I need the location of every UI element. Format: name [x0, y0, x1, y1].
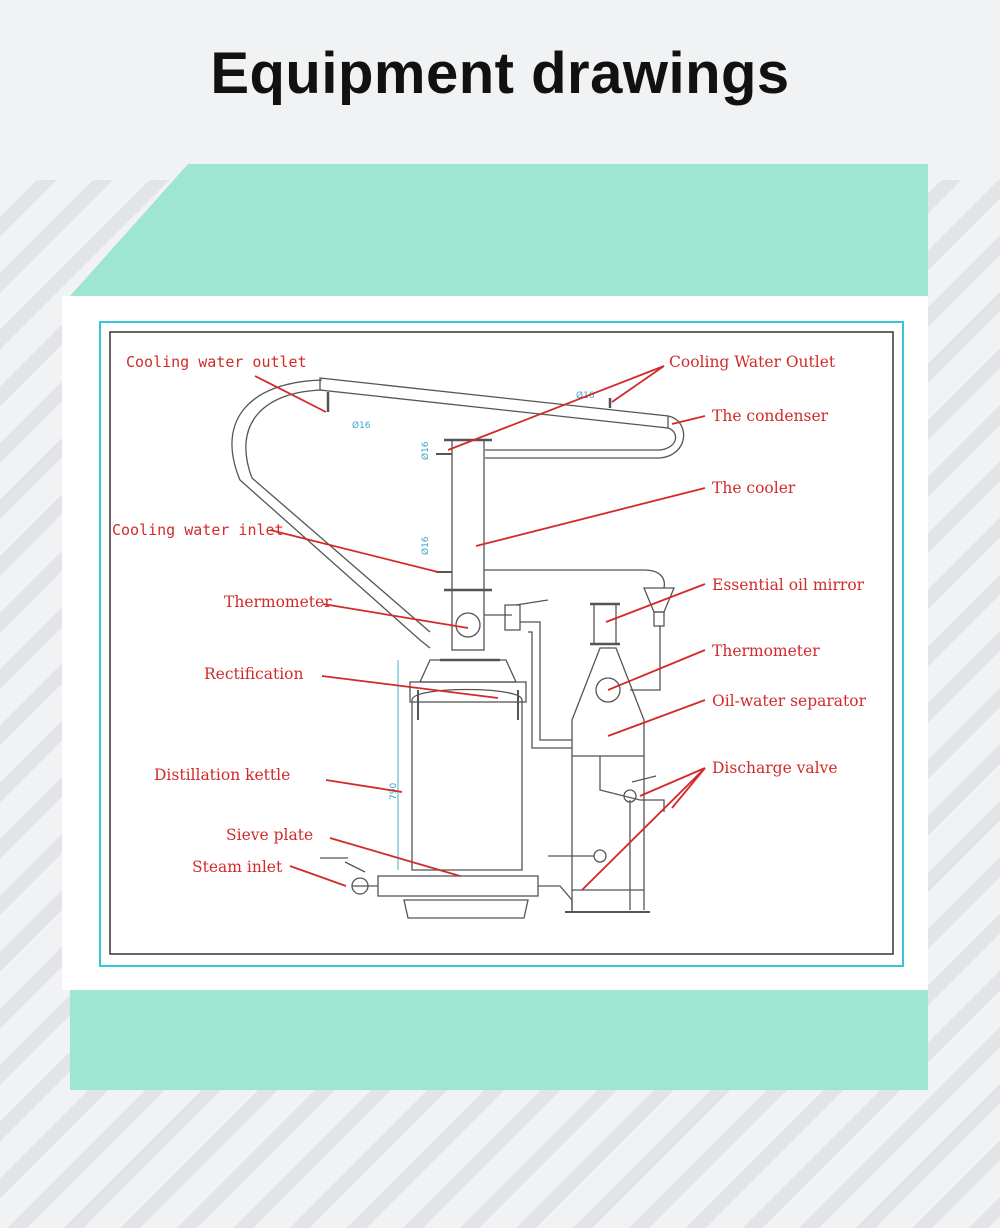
- leader-lines: [254, 365, 706, 891]
- label-discharge-valve: Discharge valve: [712, 759, 838, 777]
- teal-bottom-band: [70, 990, 928, 1090]
- distillation-kettle: [411, 688, 523, 871]
- dimension-label: Ø16: [352, 420, 371, 431]
- label-rectification: Rectification: [204, 665, 303, 683]
- label-distillation-kettle: Distillation kettle: [154, 766, 290, 784]
- cyan-border: [99, 321, 904, 967]
- label-thermometer-right: Thermometer: [712, 642, 820, 660]
- dimension-label: Ø16: [576, 390, 595, 401]
- label-thermometer-left: Thermometer: [224, 593, 332, 611]
- thermometer-circle-left: [455, 612, 481, 638]
- label-sieve-plate: Sieve plate: [226, 826, 313, 844]
- teal-top-band: [70, 164, 928, 296]
- label-steam-inlet: Steam inlet: [192, 858, 283, 876]
- label-cooling-water-outlet-right: Cooling Water Outlet: [669, 353, 836, 371]
- equipment-drawing: [231, 377, 685, 919]
- left-return-pipe: [231, 379, 431, 649]
- label-oil-water-separator: Oil-water separator: [712, 692, 867, 710]
- label-condenser: The condenser: [712, 407, 829, 425]
- inner-border: [109, 331, 894, 955]
- dimension-label: Ø16: [420, 441, 431, 460]
- white-drawing-area: [62, 296, 928, 990]
- dimension-label: Ø16: [420, 536, 431, 555]
- label-cooling-water-outlet-left: Cooling water outlet: [126, 353, 307, 371]
- thermometer-circle-right: [595, 677, 621, 703]
- page-title: Equipment drawings: [210, 41, 790, 106]
- label-cooler: The cooler: [712, 479, 796, 497]
- label-cooling-water-inlet: Cooling water inlet: [112, 521, 284, 539]
- label-essential-oil-mirror: Essential oil mirror: [712, 576, 865, 594]
